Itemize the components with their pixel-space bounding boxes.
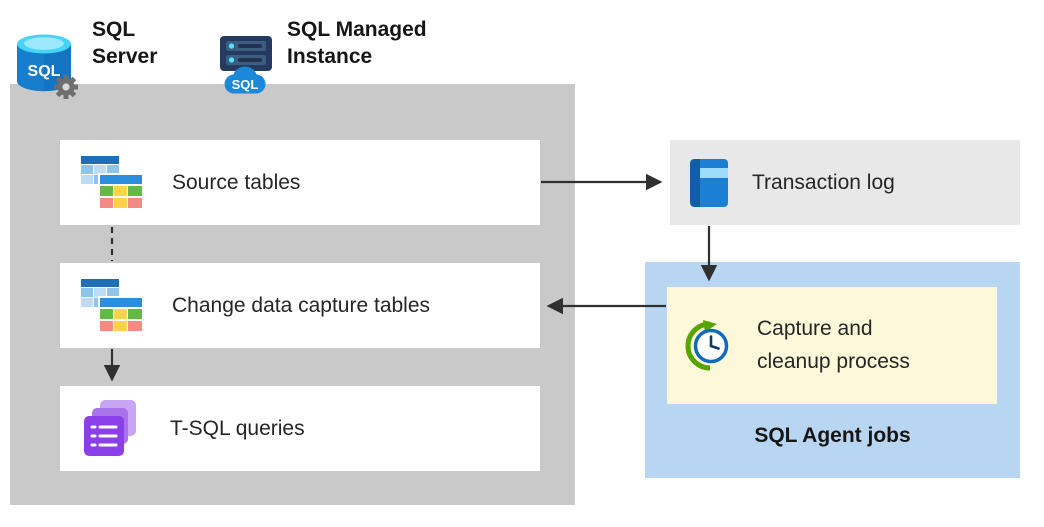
sql-server-title: SQL Server bbox=[92, 18, 158, 68]
tables-icon bbox=[80, 154, 144, 211]
sql-mi-icon-text: SQL bbox=[232, 77, 259, 92]
scheduled-clock-icon bbox=[683, 319, 737, 373]
sql-agent-jobs-label: SQL Agent jobs bbox=[754, 424, 911, 447]
cdc-tables-node: Change data capture tables bbox=[60, 263, 540, 348]
queries-icon bbox=[84, 400, 140, 457]
source-tables-node: Source tables bbox=[60, 140, 540, 225]
sql-managed-instance-icon: SQL bbox=[212, 36, 278, 96]
cdc-tables-label: Change data capture tables bbox=[172, 293, 431, 317]
sql-server-icon: SQL bbox=[14, 33, 80, 101]
transaction-log-label: Transaction log bbox=[752, 170, 895, 194]
capture-cleanup-node: Capture and cleanup process bbox=[667, 287, 997, 404]
capture-cleanup-label: Capture and cleanup process bbox=[757, 316, 910, 373]
gear-icon bbox=[54, 75, 78, 99]
source-tables-label: Source tables bbox=[172, 170, 301, 194]
log-book-icon bbox=[688, 157, 730, 209]
sql-managed-instance-title: SQL Managed Instance bbox=[287, 18, 427, 68]
tables-icon bbox=[80, 277, 144, 334]
tsql-queries-node: T-SQL queries bbox=[60, 386, 540, 471]
sql-server-icon-text: SQL bbox=[28, 63, 61, 80]
sql-cloud: SQL bbox=[224, 66, 266, 94]
tsql-queries-label: T-SQL queries bbox=[170, 416, 305, 440]
transaction-log-node: Transaction log bbox=[670, 140, 1020, 225]
